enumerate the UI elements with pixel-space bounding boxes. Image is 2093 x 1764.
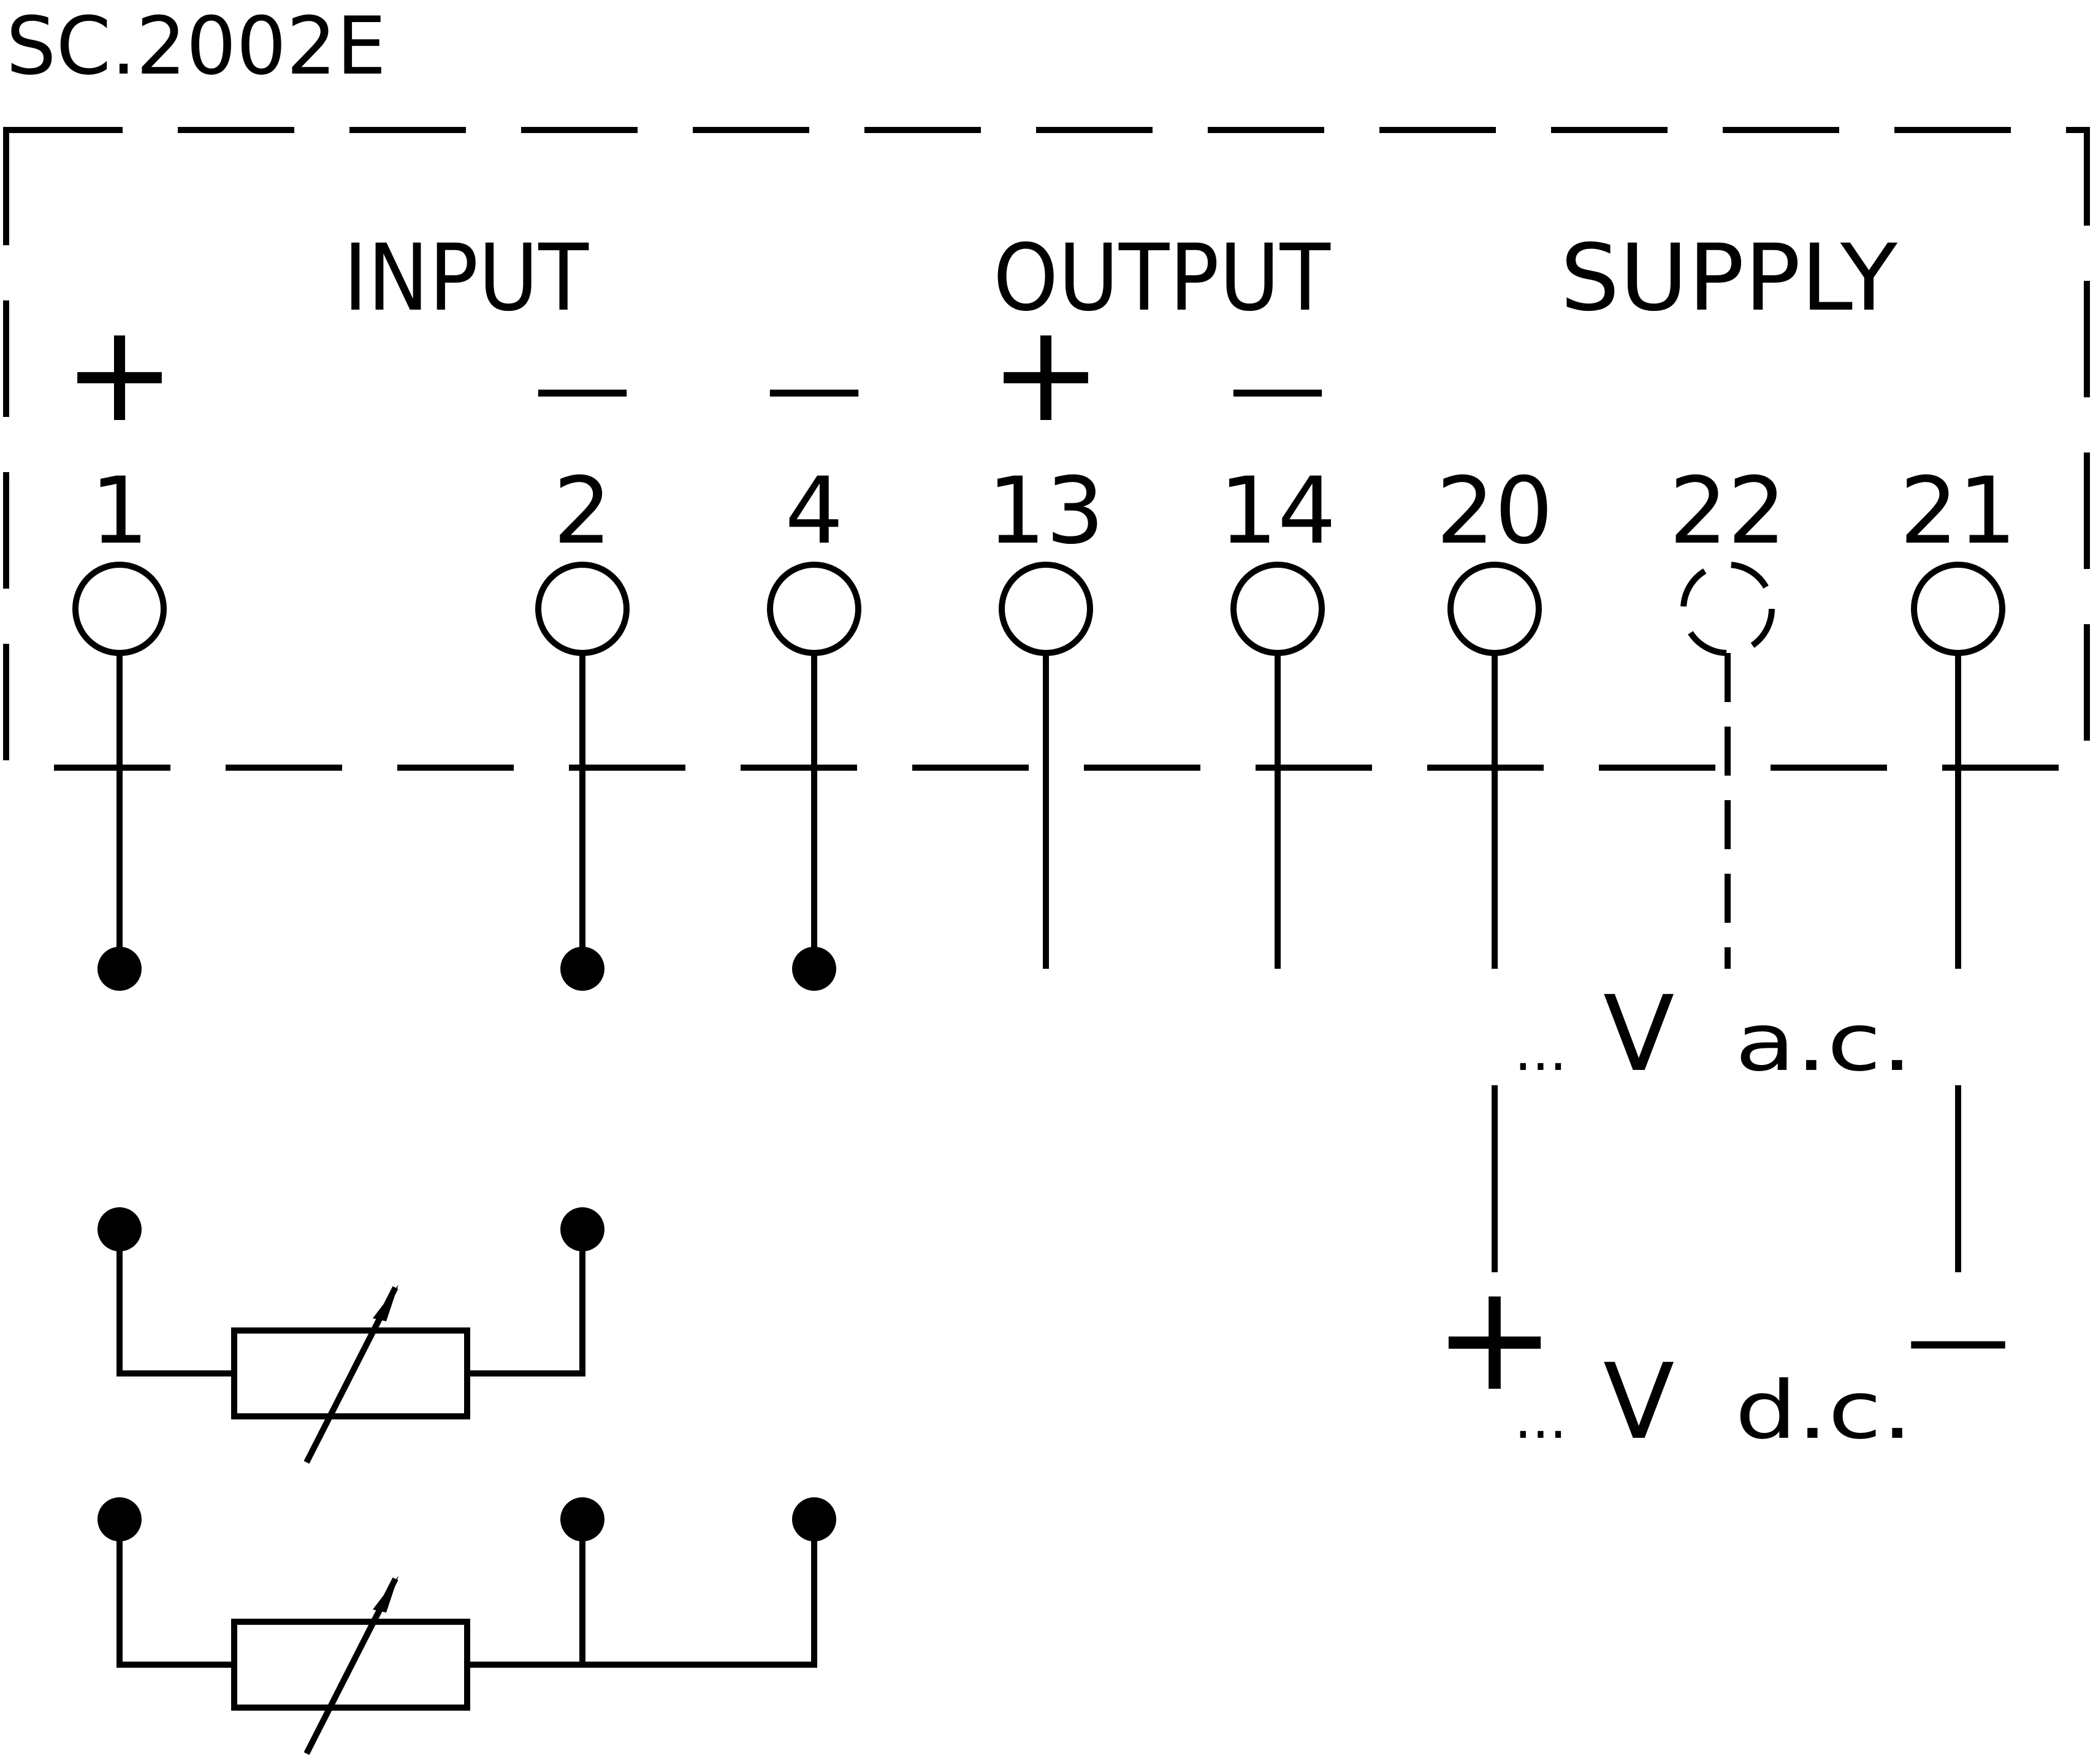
input-dot-4 <box>792 947 836 991</box>
three-wire-arrow-head <box>373 1576 398 1613</box>
terminal-22-optional <box>1680 562 1775 656</box>
terminal-number-4: 4 <box>785 458 843 565</box>
group-label-supply: SUPPLY <box>1560 225 1897 332</box>
input-dot-2 <box>560 947 604 991</box>
two-wire-sensor <box>97 1207 604 1464</box>
supply-ac-volt: V <box>1603 974 1674 1095</box>
terminal-2 <box>535 562 630 656</box>
terminal-number-13: 13 <box>988 458 1105 565</box>
polarity-mark-2: — <box>533 329 631 443</box>
terminal-number-21: 21 <box>1900 458 2017 565</box>
three-wire-right-lead <box>467 1519 817 1668</box>
input-dot-1 <box>97 947 142 991</box>
terminal-number-22: 22 <box>1669 458 1786 565</box>
group-label-output: OUTPUT <box>993 225 1331 332</box>
terminal-number-14: 14 <box>1219 458 1336 565</box>
polarity-mark-13: + <box>989 295 1102 452</box>
terminal-1 <box>72 562 167 656</box>
group-label-input: INPUT <box>343 225 589 332</box>
three-wire-resistor <box>231 1619 470 1711</box>
polarity-mark-4: — <box>765 329 863 443</box>
polarity-mark-14: — <box>1229 329 1327 443</box>
two-wire-resistor <box>231 1327 470 1419</box>
supply-dc-minus: — <box>1906 1277 2010 1399</box>
three-wire-sensor <box>97 1497 836 1755</box>
terminal-number-2: 2 <box>553 458 611 565</box>
two-wire-arrow-head <box>373 1285 398 1321</box>
model-title: SC.2002E <box>6 0 386 93</box>
supply-dc-volt: V <box>1603 1342 1674 1463</box>
terminal-21 <box>1911 562 2005 656</box>
terminal-13 <box>999 562 1093 656</box>
supply-dc-plus: + <box>1433 1252 1556 1424</box>
supply-dc-type: d.c. <box>1735 1364 1913 1457</box>
terminal-4 <box>767 562 861 656</box>
terminal-14 <box>1230 562 1325 656</box>
supply-dc-dots: ... <box>1514 1387 1567 1451</box>
terminal-20 <box>1447 562 1542 656</box>
supply-ac-dots: ... <box>1514 1019 1567 1083</box>
terminal-number-1: 1 <box>90 458 148 565</box>
three-wire-left-lead <box>116 1519 234 1668</box>
terminal-number-20: 20 <box>1436 458 1554 565</box>
two-wire-left-lead <box>116 1229 234 1376</box>
supply-ac-type: a.c. <box>1735 996 1913 1089</box>
enclosure-outline <box>3 127 2090 771</box>
polarity-mark-1: + <box>63 295 176 452</box>
two-wire-right-lead <box>467 1229 585 1376</box>
